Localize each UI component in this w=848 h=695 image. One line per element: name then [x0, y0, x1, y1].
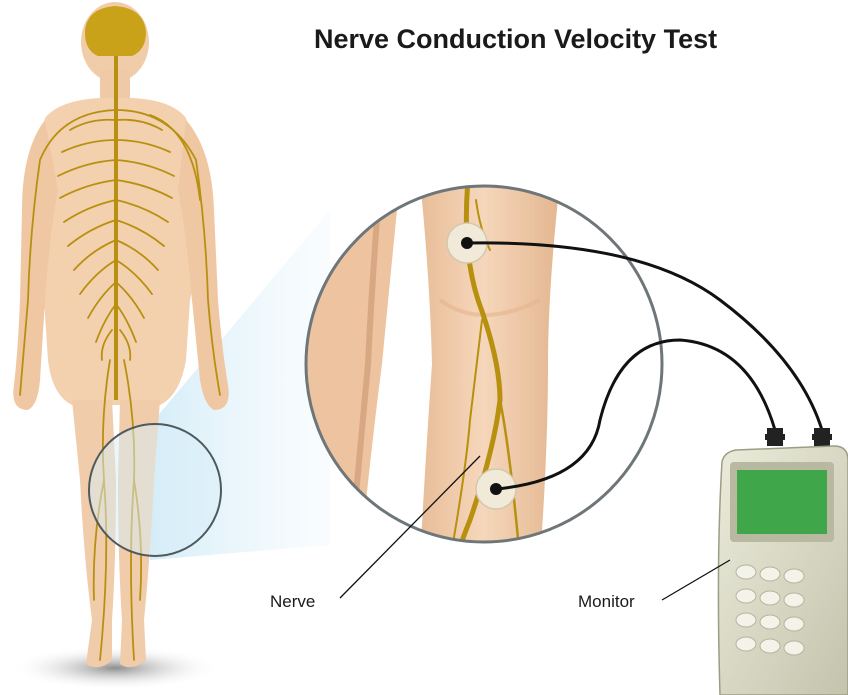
leg-lens-icon — [89, 424, 221, 556]
floor-shadow — [10, 646, 220, 690]
monitor-device — [718, 428, 848, 695]
brain-icon — [85, 6, 146, 56]
monitor-label: Monitor — [578, 592, 635, 612]
nerve-label: Nerve — [270, 592, 315, 612]
human-body-figure — [13, 2, 228, 667]
diagram-title: Nerve Conduction Velocity Test — [314, 24, 717, 55]
